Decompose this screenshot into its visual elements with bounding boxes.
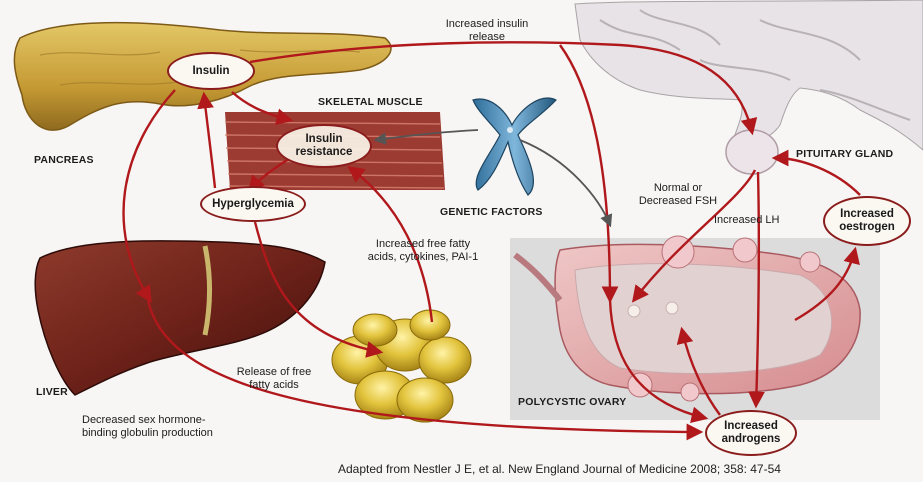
label-genetic-factors: GENETIC FACTORS xyxy=(440,206,543,219)
source-citation: Adapted from Nestler J E, et al. New Eng… xyxy=(338,462,781,476)
label-pancreas: PANCREAS xyxy=(34,154,94,167)
label-polycystic-ovary: POLYCYSTIC OVARY xyxy=(518,396,626,409)
arrow-oestrogen-to-pituitary xyxy=(775,158,860,195)
label-increased-insulin-release: Increased insulin release xyxy=(432,18,542,44)
label-normal-or-decreased-fsh: Normal or Decreased FSH xyxy=(628,182,728,208)
label-liver: LIVER xyxy=(36,386,68,399)
label-skeletal-muscle: SKELETAL MUSCLE xyxy=(318,96,423,109)
fat-cells-illustration xyxy=(332,310,471,422)
label-increased-ffa-cytokines: Increased free fatty acids, cytokines, P… xyxy=(364,238,482,264)
arrow-hyperglycemia-to-insulin xyxy=(204,95,215,188)
node-increased-oestrogen: Increased oestrogen xyxy=(823,196,911,246)
label-release-of-ffa: Release of free fatty acids xyxy=(232,366,316,392)
chromosome-illustration xyxy=(473,98,556,195)
label-pituitary-gland: PITUITARY GLAND xyxy=(796,148,893,161)
node-insulin-resistance: Insulin resistance xyxy=(276,124,372,168)
node-hyperglycemia: Hyperglycemia xyxy=(200,186,306,222)
label-decreased-shbg: Decreased sex hormone-binding globulin p… xyxy=(82,414,217,440)
ovary-illustration xyxy=(510,236,880,420)
node-increased-androgens: Increased androgens xyxy=(705,410,797,456)
label-increased-lh: Increased LH xyxy=(714,214,779,227)
node-insulin: Insulin xyxy=(167,52,255,90)
